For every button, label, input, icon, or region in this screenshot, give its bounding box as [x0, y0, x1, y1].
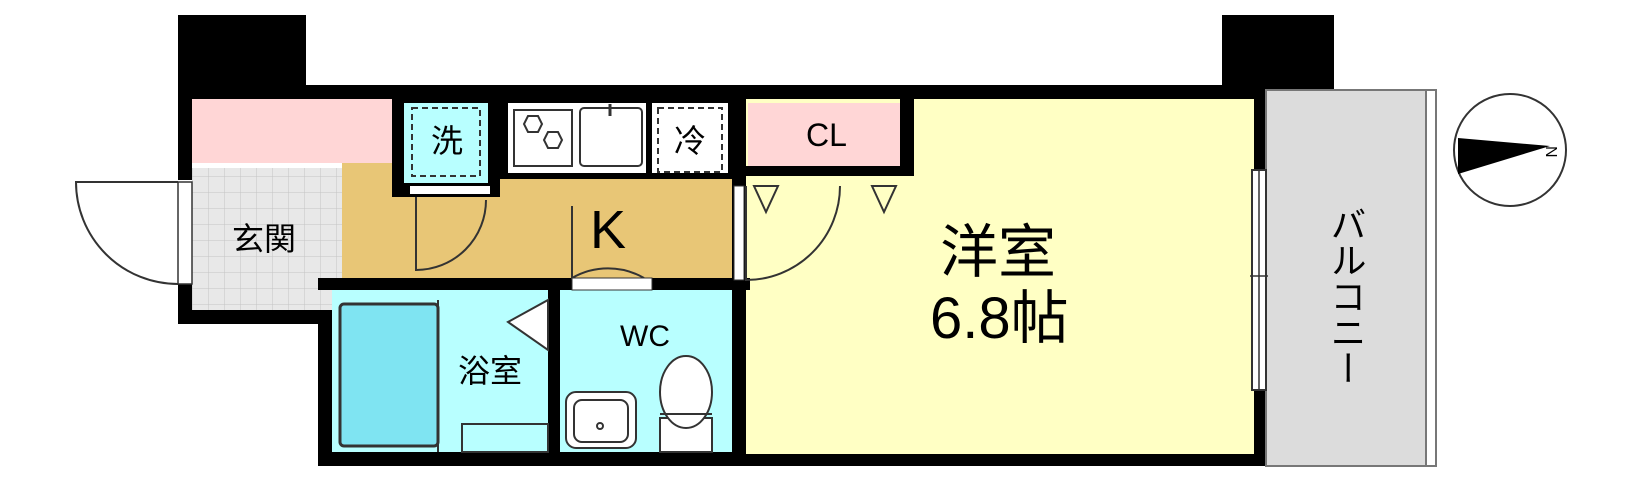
- sink: [579, 107, 643, 167]
- entrance-floor: [192, 168, 342, 310]
- label-washer: 洗: [431, 123, 463, 159]
- label-balcony: バルコニー: [1326, 206, 1367, 386]
- label-entrance: 玄関: [232, 221, 296, 257]
- column-left: [178, 15, 306, 95]
- balcony-rail: [1425, 89, 1437, 467]
- wall-left-upper: [178, 85, 192, 180]
- wall-entrance-bottom: [178, 310, 328, 324]
- balcony-floor: [1265, 89, 1435, 467]
- label-toilet: WC: [620, 320, 670, 353]
- wash-basin: [565, 391, 637, 449]
- wall-bottom: [318, 452, 1266, 466]
- label-closet: CL: [806, 117, 847, 153]
- label-western-room: 洋室: [940, 220, 1056, 285]
- fridge-space: [652, 103, 728, 173]
- entrance-door[interactable]: [74, 181, 179, 285]
- bath-door[interactable]: [571, 206, 645, 280]
- label-bathroom: 浴室: [458, 353, 522, 389]
- stove: [513, 109, 573, 167]
- label-western-room-size: 6.8帖: [930, 286, 1069, 351]
- western-door[interactable]: [745, 185, 841, 282]
- washer-space: [404, 103, 488, 183]
- compass-needle-icon: [1458, 138, 1550, 174]
- wall-bath-left: [318, 283, 332, 466]
- closet: [748, 103, 900, 166]
- compass: N: [1453, 93, 1567, 207]
- shoe-storage: [192, 99, 392, 163]
- label-kitchen: K: [590, 200, 626, 260]
- washer-door[interactable]: [415, 197, 487, 272]
- bathtub: [338, 302, 440, 448]
- label-fridge: 冷: [674, 123, 706, 159]
- compass-north-label: N: [1542, 146, 1559, 158]
